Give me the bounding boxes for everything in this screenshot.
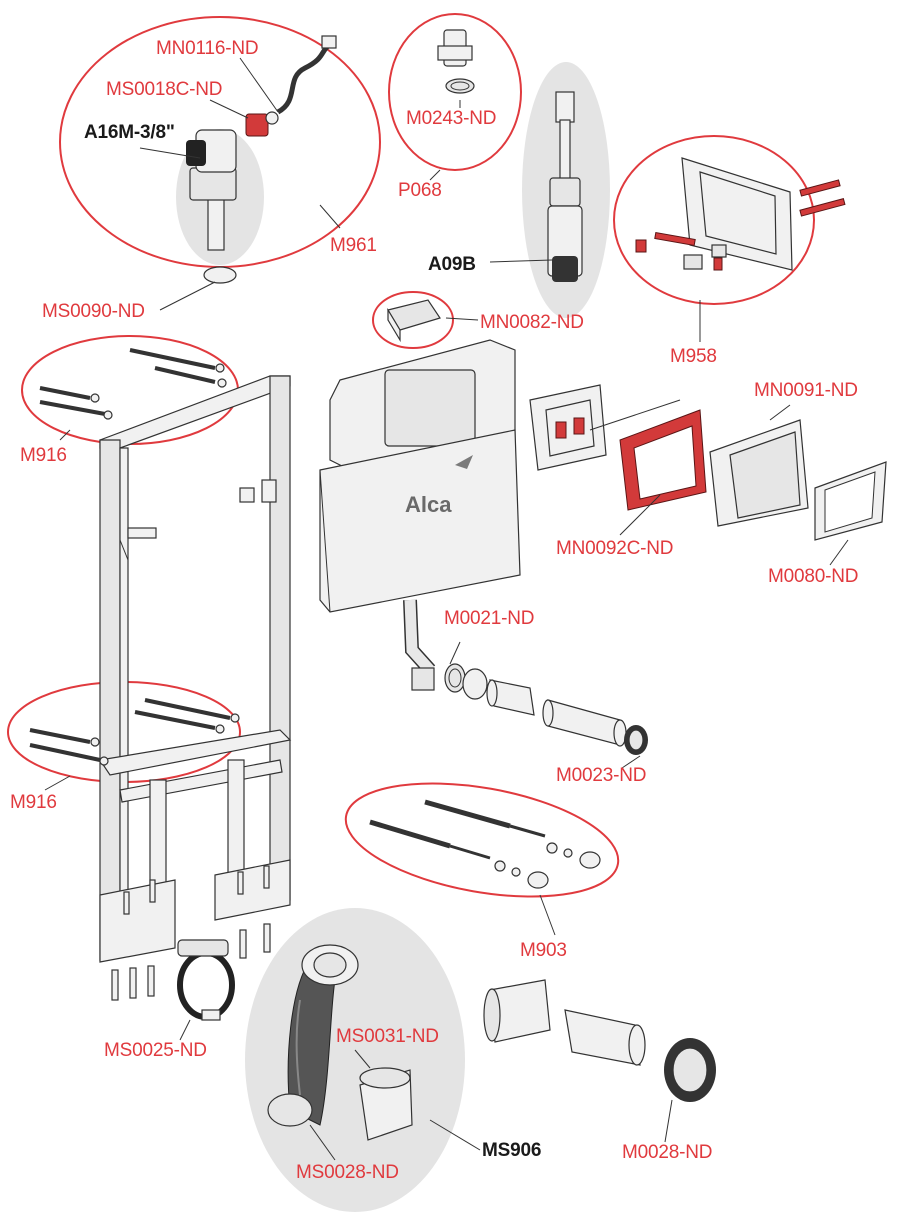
cistern-tank: Alca: [319, 339, 521, 613]
bracket-part: [387, 299, 441, 343]
label-m916-bottom: M916: [10, 792, 57, 813]
label-mn0091: MN0091-ND: [754, 380, 858, 401]
label-m903: M903: [520, 940, 567, 961]
actuator-rods: [635, 179, 846, 271]
installation-frame: [98, 375, 292, 963]
inspection-cover: [814, 461, 887, 541]
label-m958: M958: [670, 346, 717, 367]
label-a16m: A16M-3/8": [84, 122, 175, 143]
label-ms0028: MS0028-ND: [296, 1162, 399, 1183]
frame-screws: [111, 865, 271, 1001]
label-mn0092c: MN0092C-ND: [556, 538, 674, 559]
label-ms906: MS906: [482, 1140, 542, 1161]
brand-logo: Alca: [405, 492, 452, 517]
inspection-box: [709, 419, 809, 527]
label-m0021: M0021-ND: [444, 608, 535, 629]
threaded-rods: [369, 799, 601, 889]
group-outline-m958: [613, 135, 815, 305]
label-mn0116: MN0116-ND: [156, 38, 259, 59]
label-m961: M961: [330, 235, 377, 256]
drain-connector-pipe: [483, 979, 716, 1102]
label-m0028: M0028-ND: [622, 1142, 713, 1163]
label-p068: P068: [398, 180, 442, 201]
group-outline-mn0082: [372, 291, 454, 349]
group-outline-m903: [344, 782, 620, 898]
brand-bird-icon: [455, 455, 473, 469]
label-ms0031: MS0031-ND: [336, 1026, 439, 1047]
pipe-clamp: [177, 939, 235, 1021]
flush-pipe: [444, 663, 648, 755]
label-ms0090: MS0090-ND: [42, 301, 145, 322]
red-mounting-frame: [619, 409, 707, 511]
leader-lines: [44, 57, 849, 1161]
flush-plate-frame: [681, 157, 793, 271]
label-m916-top: M916: [20, 445, 67, 466]
label-m0080: M0080-ND: [768, 566, 859, 587]
anchor-bolts-bottom: [29, 698, 240, 766]
label-ms0018c: MS0018C-ND: [106, 79, 223, 100]
label-m0243: M0243-ND: [406, 108, 497, 129]
group-outline-p068: [388, 13, 522, 171]
drain-adapter: [359, 1067, 413, 1141]
label-a09b: A09B: [428, 254, 476, 275]
fill-valve-assembly: [186, 35, 337, 251]
float-cup: [203, 266, 237, 284]
stop-valve: [437, 29, 475, 94]
flush-valve: [547, 91, 583, 282]
label-mn0082: MN0082-ND: [480, 312, 584, 333]
button-frame: [529, 384, 607, 471]
drain-bend: [267, 944, 359, 1127]
cistern-outlet-bend: [403, 599, 436, 691]
label-ms0025: MS0025-ND: [104, 1040, 207, 1061]
label-m0023: M0023-ND: [556, 765, 647, 786]
anchor-bolts-top: [39, 348, 227, 420]
